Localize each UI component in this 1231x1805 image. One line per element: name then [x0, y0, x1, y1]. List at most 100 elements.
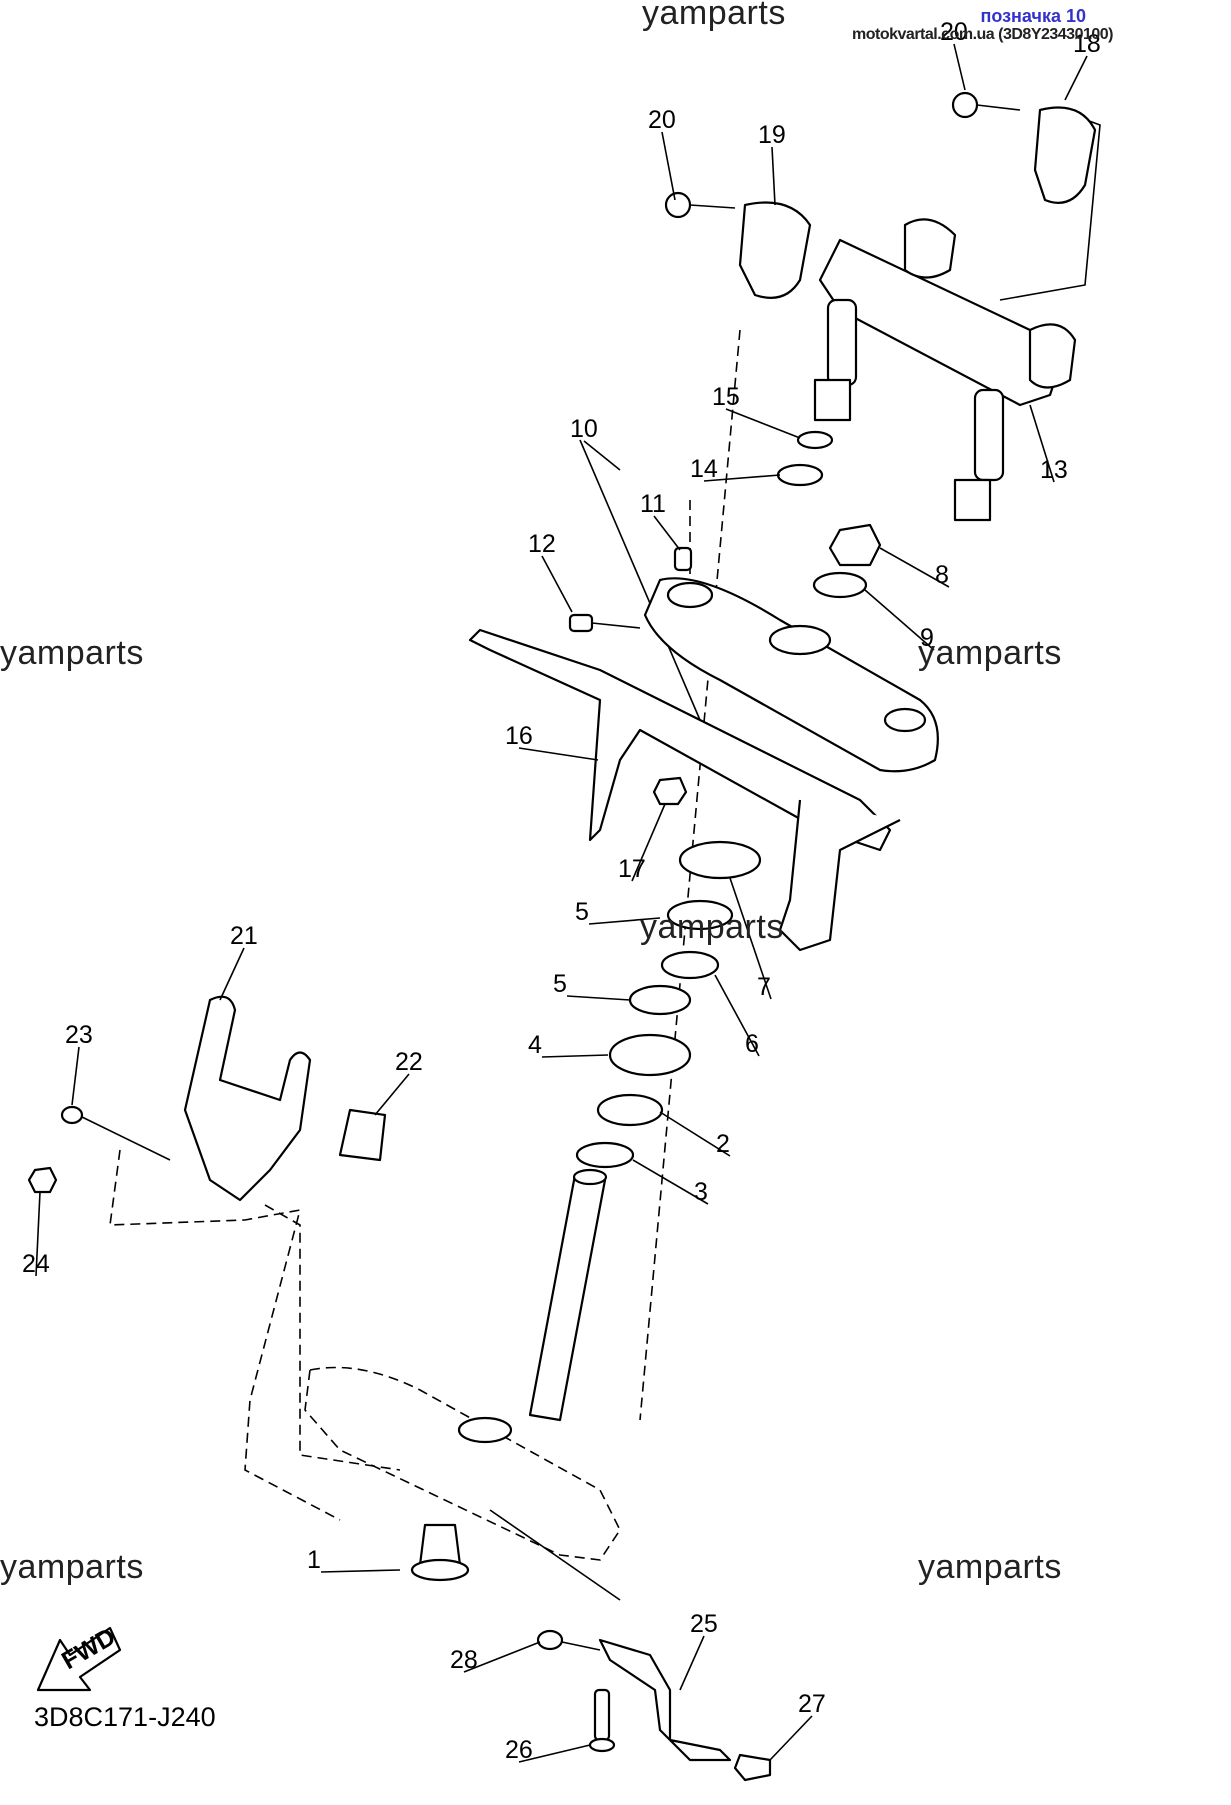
callout-20: 20	[648, 106, 676, 134]
watermark-right-upper: yamparts	[918, 634, 1062, 672]
callout-leader-7	[729, 877, 772, 1000]
pad-22	[338, 1108, 387, 1162]
callout-1: 1	[307, 1546, 321, 1574]
watermark-left-upper: yamparts	[0, 634, 144, 672]
source-reference: motokvartal.com.ua (3D8Y23430100)	[852, 26, 1113, 43]
bolt-23	[60, 1105, 171, 1161]
callout-leader-19	[771, 146, 776, 206]
diagram-code: 3D8C171-J240	[34, 1702, 216, 1732]
cover-7	[678, 840, 762, 880]
callout-leader-8	[879, 547, 950, 588]
callout-leader-26	[518, 1744, 591, 1763]
washer-15	[796, 430, 834, 450]
handlebar-holder-13	[813, 218, 1077, 522]
callout-10: 10	[570, 415, 598, 443]
callout-leader-9	[864, 589, 935, 651]
callout-leader-28	[463, 1641, 541, 1673]
callout-9: 9	[920, 624, 934, 652]
callout-4: 4	[528, 1031, 542, 1059]
callout-19: 19	[758, 121, 786, 149]
callout-20: 20	[940, 18, 968, 46]
callout-5: 5	[575, 898, 589, 926]
callout-28: 28	[450, 1646, 478, 1674]
callout-3: 3	[694, 1178, 708, 1206]
callout-leader-10	[583, 440, 621, 471]
callout-leader-4	[541, 1054, 609, 1058]
watermark-right-lower: yamparts	[918, 1548, 1062, 1586]
callout-leader-12	[541, 555, 573, 613]
wire-guide	[778, 799, 901, 952]
callout-leader-27	[769, 1715, 813, 1761]
callout-leader-2	[659, 1111, 731, 1157]
callout-leader-5	[588, 917, 661, 925]
callout-leader-15	[725, 408, 801, 439]
steering-stem	[304, 1168, 621, 1561]
callout-15: 15	[712, 383, 740, 411]
watermark-left-lower: yamparts	[0, 1548, 144, 1586]
bolt-12	[568, 613, 641, 633]
callout-27: 27	[798, 1690, 826, 1718]
callout-leader-22	[374, 1073, 410, 1116]
callout-leader-6	[714, 974, 760, 1057]
washer-9	[812, 571, 868, 599]
designation-link[interactable]: позначка 10	[980, 6, 1086, 26]
callout-leader-16	[518, 747, 599, 761]
callout-leader-18	[1064, 55, 1088, 101]
upper-holder-19	[738, 201, 812, 299]
bracket-16	[468, 628, 892, 852]
watermark-center: yamparts	[640, 908, 784, 946]
watermark-top: yamparts	[642, 0, 786, 32]
bearing-2	[596, 1093, 664, 1127]
fwd-arrow-icon: FWD	[36, 1622, 122, 1692]
cap-27	[733, 1753, 772, 1782]
callout-leader-20	[661, 131, 676, 201]
callout-leader-14	[703, 474, 781, 482]
callout-7: 7	[757, 973, 771, 1001]
callout-8: 8	[935, 561, 949, 589]
ring-nut-5-lower	[628, 984, 692, 1016]
callout-11: 11	[640, 490, 666, 518]
bolt-28	[536, 1629, 601, 1651]
callout-leader-13	[1029, 404, 1055, 483]
callout-14: 14	[690, 455, 718, 483]
callout-leader-17	[631, 803, 666, 882]
callout-16: 16	[505, 722, 533, 750]
callout-5: 5	[553, 970, 567, 998]
callout-leader-24	[35, 1191, 41, 1277]
callout-23: 23	[65, 1021, 93, 1049]
callout-leader-21	[219, 947, 245, 1001]
bolt-20-right	[951, 91, 1021, 119]
nut-17	[652, 776, 688, 806]
callout-18: 18	[1073, 30, 1101, 58]
bracket-25	[598, 1638, 732, 1762]
bracket-21	[183, 995, 312, 1202]
callout-21: 21	[230, 922, 258, 950]
upper-bracket-10	[643, 577, 939, 773]
bolt-26	[588, 1688, 616, 1753]
callout-22: 22	[395, 1048, 423, 1076]
callout-leader-11	[653, 515, 681, 551]
callout-12: 12	[528, 530, 556, 558]
bolt-11	[673, 546, 693, 572]
callout-2: 2	[716, 1130, 730, 1158]
nut-24	[27, 1166, 58, 1194]
nut-8	[828, 523, 882, 567]
callout-25: 25	[690, 1610, 718, 1638]
callout-leader-20	[953, 43, 966, 91]
washer-6	[660, 950, 720, 980]
washer-14	[776, 463, 824, 487]
callout-leader-5	[566, 995, 631, 1001]
bearing-race-4	[608, 1033, 692, 1077]
upper-holder-18	[1033, 106, 1097, 204]
callout-leader-3	[632, 1159, 709, 1205]
callout-leader-23	[71, 1046, 80, 1106]
callout-leader-25	[679, 1635, 705, 1691]
ring-nut-5-upper	[666, 899, 734, 931]
race-3	[575, 1141, 635, 1169]
callout-leader-1	[320, 1569, 401, 1573]
cap-1	[410, 1523, 470, 1582]
bolt-20-left	[664, 191, 736, 219]
